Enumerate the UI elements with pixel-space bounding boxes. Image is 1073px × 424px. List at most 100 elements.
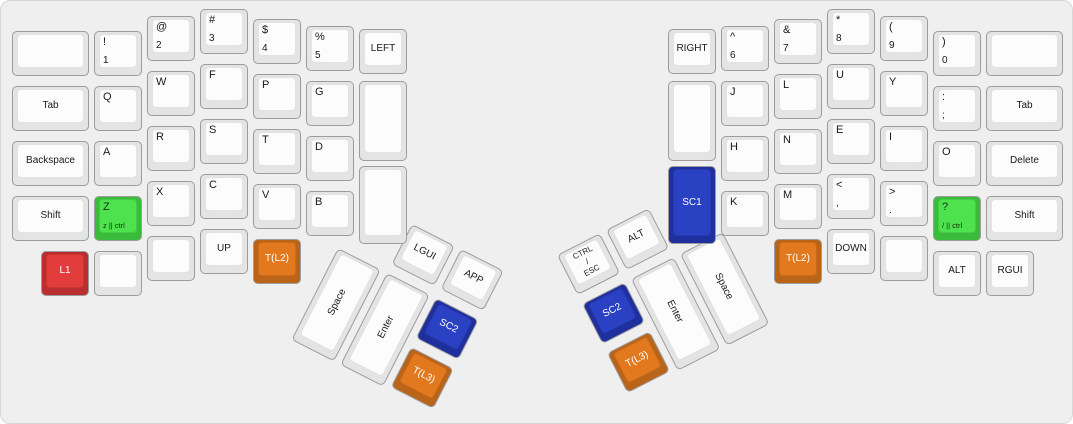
key-blank-left-inner-1[interactable] (359, 81, 407, 161)
key-blank-left-inner-2[interactable] (359, 166, 407, 244)
key-sc2-left[interactable]: SC2 (415, 297, 479, 360)
key-n[interactable]: N (774, 129, 822, 174)
key-c[interactable]: C (200, 174, 248, 219)
key-y[interactable]: Y (880, 71, 928, 116)
key-blank-left-b2[interactable] (147, 236, 195, 281)
key-delete[interactable]: Delete (986, 141, 1063, 186)
key-shift-left-face: Shift (17, 199, 84, 233)
key-t-l3-left-face: T(L3) (398, 351, 449, 400)
key-x[interactable]: X (147, 181, 195, 226)
key-j[interactable]: J (721, 81, 769, 126)
key-4[interactable]: $4 (253, 19, 301, 64)
key-a[interactable]: A (94, 141, 142, 186)
key-t-l2-right-legend: T(L2) (780, 253, 816, 265)
key-w-legend: W (153, 75, 189, 107)
key-8[interactable]: *8 (827, 9, 875, 54)
key-period[interactable]: >. (880, 181, 928, 226)
key-blank-right-b1[interactable] (880, 236, 928, 281)
key-right-arrow-label-0: RIGHT (676, 43, 708, 55)
key-rgui[interactable]: RGUI (986, 251, 1034, 296)
key-6-label-0: ^ (730, 31, 736, 43)
key-m[interactable]: M (774, 184, 822, 229)
key-sc2-right-label-0: SC2 (601, 301, 624, 321)
key-w[interactable]: W (147, 71, 195, 116)
key-app[interactable]: APP (440, 248, 504, 311)
key-shift-right[interactable]: Shift (986, 196, 1063, 241)
key-x-legend: X (153, 185, 189, 217)
key-space-right-legend: Space (710, 268, 737, 305)
key-f[interactable]: F (200, 64, 248, 109)
key-o[interactable]: O (933, 141, 981, 186)
key-s[interactable]: S (200, 119, 248, 164)
key-v[interactable]: V (253, 184, 301, 229)
key-comma[interactable]: <, (827, 174, 875, 219)
key-r[interactable]: R (147, 126, 195, 171)
key-e[interactable]: E (827, 119, 875, 164)
key-u[interactable]: U (827, 64, 875, 109)
key-down-face: DOWN (832, 232, 870, 266)
key-b[interactable]: B (306, 191, 354, 236)
key-h[interactable]: H (721, 136, 769, 181)
key-blank-left-top[interactable] (12, 31, 89, 76)
key-t-l2-right[interactable]: T(L2) (774, 239, 822, 284)
key-sc2-right[interactable]: SC2 (581, 282, 646, 345)
key-c-label-0: C (209, 179, 217, 191)
key-t[interactable]: T (253, 129, 301, 174)
key-t-l3-right[interactable]: T(L3) (606, 331, 671, 394)
key-left-arrow[interactable]: LEFT (359, 29, 407, 74)
key-q[interactable]: Q (94, 86, 142, 131)
key-l-legend: L (780, 78, 816, 110)
key-sc2-right-face: SC2 (587, 287, 638, 335)
key-t-l2-left[interactable]: T(L2) (253, 239, 301, 284)
key-blank-right-inner[interactable] (668, 81, 716, 161)
key-d-legend: D (312, 140, 348, 172)
key-i-label-0: I (889, 131, 893, 143)
key-semicolon[interactable]: :; (933, 86, 981, 131)
key-right-arrow[interactable]: RIGHT (668, 29, 716, 74)
key-blank-left-b1-face (99, 254, 137, 288)
key-k[interactable]: K (721, 191, 769, 236)
key-9[interactable]: (9 (880, 16, 928, 61)
key-alt-right[interactable]: ALT (933, 251, 981, 296)
key-alt-thumb[interactable]: ALT (606, 208, 670, 271)
key-blank-left-b1[interactable] (94, 251, 142, 296)
key-rgui-face: RGUI (991, 254, 1029, 288)
key-g[interactable]: G (306, 81, 354, 126)
key-down[interactable]: DOWN (827, 229, 875, 274)
key-shift-left[interactable]: Shift (12, 196, 89, 241)
key-7[interactable]: &7 (774, 19, 822, 64)
key-2-label-0: @ (156, 21, 168, 33)
key-question[interactable]: ?/ || ctrl (933, 196, 981, 241)
key-blank-left-inner-2-legend (365, 170, 401, 235)
key-blank-right-top[interactable] (986, 31, 1063, 76)
key-i[interactable]: I (880, 126, 928, 171)
key-d[interactable]: D (306, 136, 354, 181)
key-l1[interactable]: L1 (41, 251, 89, 296)
key-l[interactable]: L (774, 74, 822, 119)
key-up[interactable]: UP (200, 229, 248, 274)
key-period-label-1: . (889, 204, 892, 216)
key-3[interactable]: #3 (200, 9, 248, 54)
key-0[interactable]: )0 (933, 31, 981, 76)
key-t-face: T (258, 132, 296, 166)
key-6[interactable]: ^6 (721, 26, 769, 71)
key-t-l3-left[interactable]: T(L3) (390, 346, 454, 409)
key-1[interactable]: !1 (94, 31, 142, 76)
key-c-legend: C (206, 178, 242, 210)
key-sc1[interactable]: SC1 (668, 166, 716, 244)
key-semicolon-face: :; (938, 89, 976, 123)
key-p[interactable]: P (253, 74, 301, 119)
key-2[interactable]: @2 (147, 16, 195, 61)
key-backspace[interactable]: Backspace (12, 141, 89, 186)
key-b-label-0: B (315, 196, 323, 208)
key-q-legend: Q (100, 90, 136, 122)
key-5[interactable]: %5 (306, 26, 354, 71)
key-r-face: R (152, 129, 190, 163)
key-backspace-legend: Backspace (18, 155, 83, 167)
key-tab-left[interactable]: Tab (12, 86, 89, 131)
key-l1-face: L1 (46, 254, 84, 288)
key-space-left-label-0: Space (325, 287, 349, 318)
key-ctrl-esc[interactable]: CTRL/ESC (557, 233, 621, 296)
key-tab-right[interactable]: Tab (986, 86, 1063, 131)
